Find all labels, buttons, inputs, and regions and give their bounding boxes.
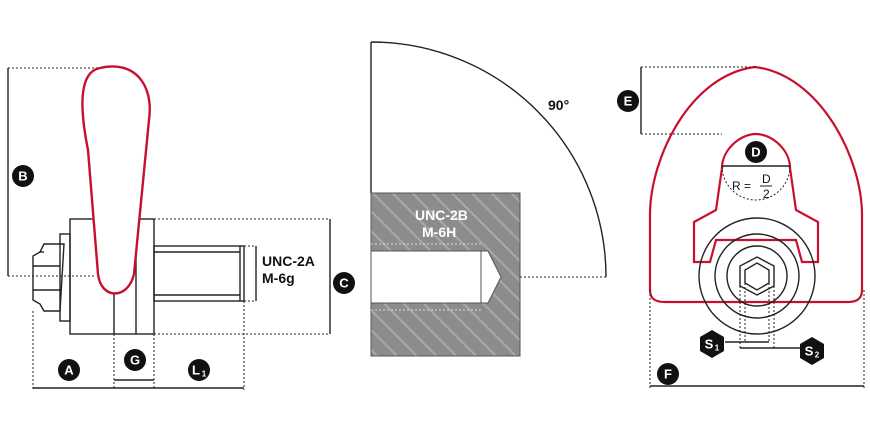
thread-internal-line1: UNC-2B xyxy=(415,207,468,223)
badge-b: B xyxy=(12,165,34,187)
base-washer xyxy=(698,217,816,335)
badge-c: C xyxy=(333,272,355,294)
hex-socket xyxy=(739,256,775,296)
badge-l1: L 1 xyxy=(188,359,210,381)
svg-text:C: C xyxy=(339,276,349,291)
threaded-bolt xyxy=(153,245,245,302)
svg-text:1: 1 xyxy=(202,370,207,379)
badge-f: F xyxy=(657,363,679,385)
badge-e: E xyxy=(617,90,639,112)
badge-s1: S 1 xyxy=(700,330,724,358)
badge-g: G xyxy=(124,349,146,371)
ring-outline xyxy=(648,65,864,304)
side-view: B C A G L 1 UNC-2A M-6g xyxy=(7,65,355,390)
lifting-handle xyxy=(81,65,151,295)
thread-internal-line2: M-6H xyxy=(422,224,456,240)
angle-label: 90° xyxy=(548,97,569,113)
svg-text:G: G xyxy=(130,353,140,368)
radius-formula-numerator: D xyxy=(762,172,771,186)
svg-text:S: S xyxy=(805,344,814,359)
thread-external-line2: M-6g xyxy=(262,270,295,286)
svg-text:D: D xyxy=(751,145,760,160)
ring-inner-pad xyxy=(692,132,820,264)
badge-s2: S 2 xyxy=(800,337,824,365)
svg-text:B: B xyxy=(18,169,27,184)
radius-formula-denominator: 2 xyxy=(763,187,770,201)
svg-text:L: L xyxy=(192,363,200,378)
badge-d: D xyxy=(745,141,767,163)
svg-text:F: F xyxy=(664,367,672,382)
tapped-hole xyxy=(370,250,502,304)
svg-text:E: E xyxy=(624,94,633,109)
front-view: E D F S 1 S 2 R = D 2 xyxy=(617,65,865,390)
svg-text:A: A xyxy=(64,363,74,378)
radius-formula-prefix: R = xyxy=(732,179,751,193)
threaded-hole-view: 90° UNC-2B M-6H xyxy=(370,41,607,357)
svg-text:2: 2 xyxy=(815,351,820,360)
svg-text:1: 1 xyxy=(715,344,720,353)
badge-a: A xyxy=(58,359,80,381)
svg-text:S: S xyxy=(705,337,714,352)
thread-external-line1: UNC-2A xyxy=(262,253,315,269)
hex-nut xyxy=(32,243,65,312)
